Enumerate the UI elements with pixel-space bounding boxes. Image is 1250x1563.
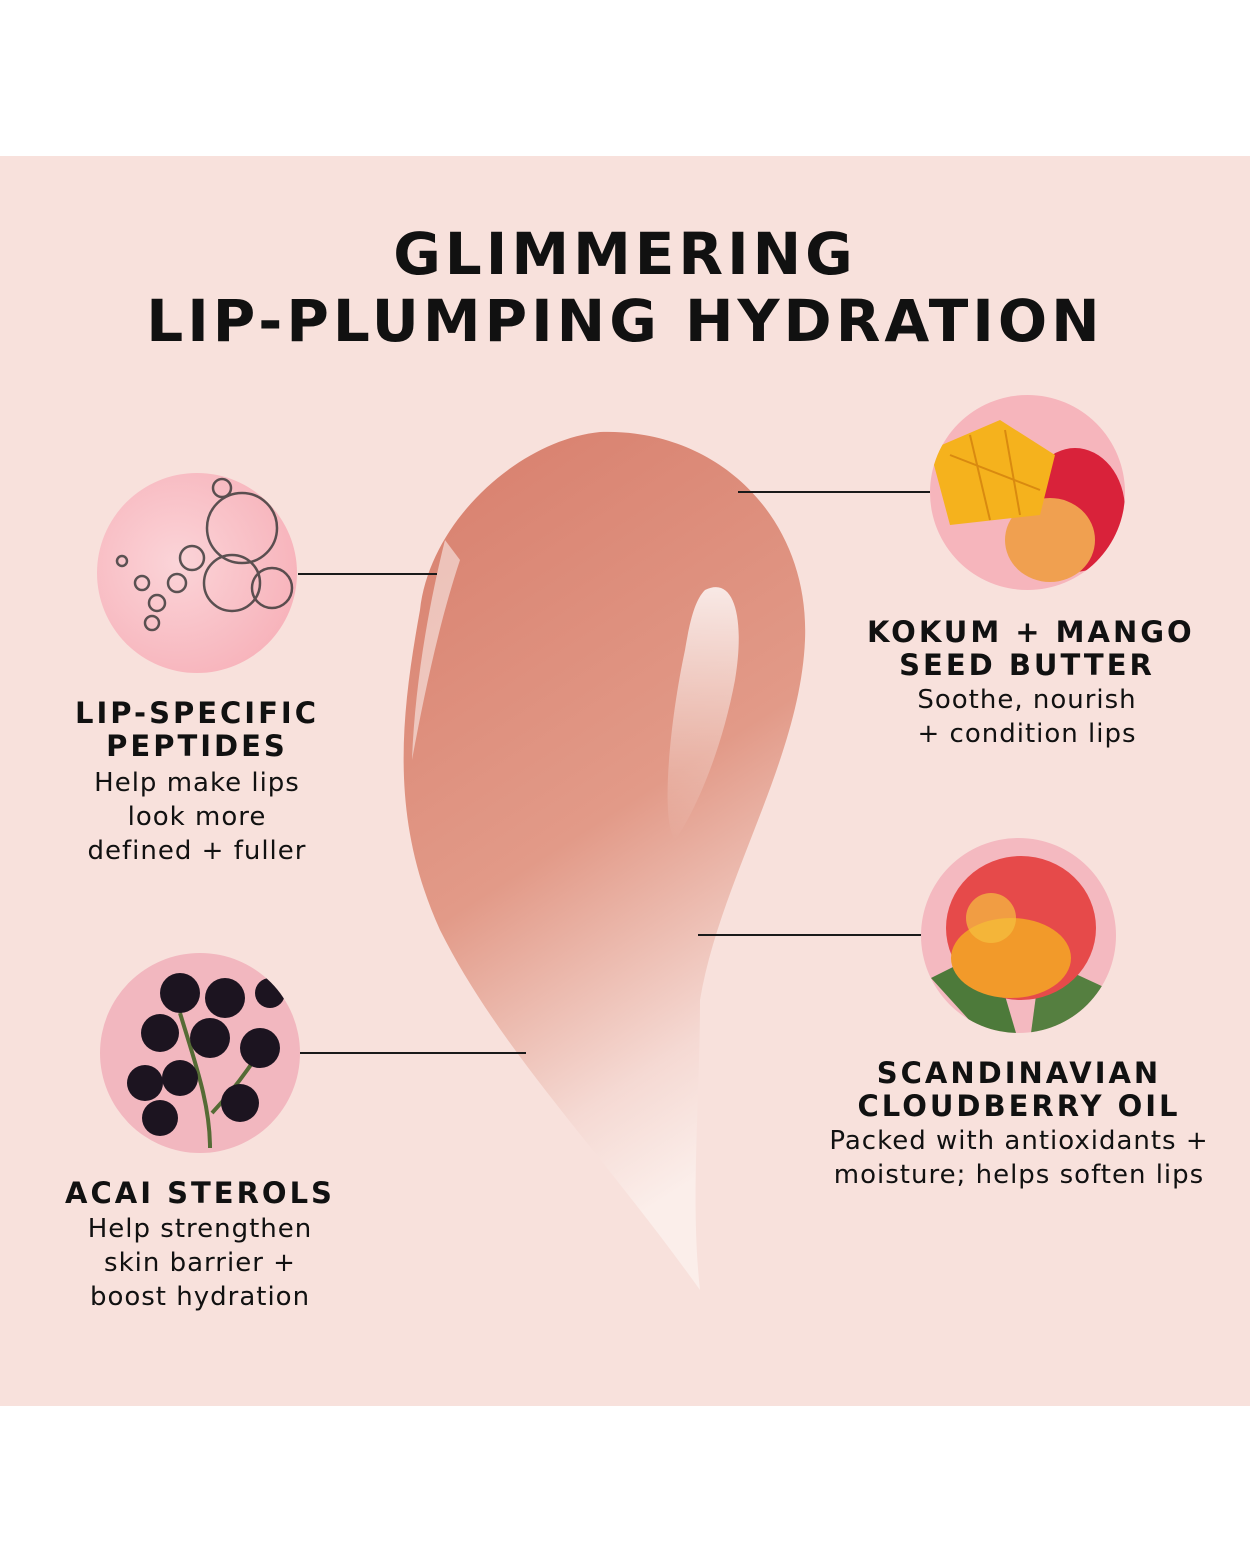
swatch-highlight-left <box>412 540 460 760</box>
ingredient-description: Help make lips <box>94 768 300 798</box>
ingredient-description: Packed with antioxidants + <box>829 1126 1209 1156</box>
ingredient-description: moisture; helps soften lips <box>833 1160 1205 1190</box>
ingredient-description: Soothe, nourish <box>917 685 1137 715</box>
title-line-1: GLIMMERING <box>393 220 857 288</box>
ingredient-heading: KOKUM + MANGO <box>867 615 1195 649</box>
ingredient-description: look more <box>127 802 267 832</box>
ingredient-heading: LIP-SPECIFIC <box>75 696 319 730</box>
mango-icon <box>930 395 1125 590</box>
ingredient-heading: CLOUDBERRY OIL <box>857 1089 1181 1123</box>
connector-line-kokum <box>738 491 930 493</box>
acai-berries-icon <box>100 953 300 1153</box>
swatch-shape <box>403 431 806 1290</box>
ingredient-peptides: LIP-SPECIFIC PEPTIDES Help make lips loo… <box>37 697 357 868</box>
ingredient-cloudberry: SCANDINAVIAN CLOUDBERRY OIL Packed with … <box>819 1057 1219 1192</box>
ingredient-heading: SEED BUTTER <box>899 648 1155 682</box>
ingredient-description: boost hydration <box>89 1282 311 1312</box>
title-line-2: LIP-PLUMPING HYDRATION <box>146 287 1104 355</box>
ingredient-heading: SCANDINAVIAN <box>876 1056 1162 1090</box>
ingredient-description: Help strengthen <box>87 1214 313 1244</box>
ingredient-kokum-mango: KOKUM + MANGO SEED BUTTER Soothe, nouris… <box>867 615 1195 751</box>
peptide-bubbles-icon <box>97 473 297 673</box>
ingredient-description: defined + fuller <box>87 836 307 866</box>
cloudberry-icon <box>921 838 1116 1033</box>
ingredient-description: + condition lips <box>917 719 1137 749</box>
ingredient-heading: PEPTIDES <box>106 729 288 763</box>
ingredient-description: skin barrier + <box>104 1248 296 1278</box>
connector-line-peptides <box>298 573 437 575</box>
ingredient-heading: ACAI STEROLS <box>65 1176 335 1210</box>
connector-line-cloudberry <box>698 934 922 936</box>
connector-line-acai <box>300 1052 526 1054</box>
swatch-highlight <box>667 587 739 840</box>
ingredient-acai: ACAI STEROLS Help strengthen skin barrie… <box>40 1177 360 1314</box>
